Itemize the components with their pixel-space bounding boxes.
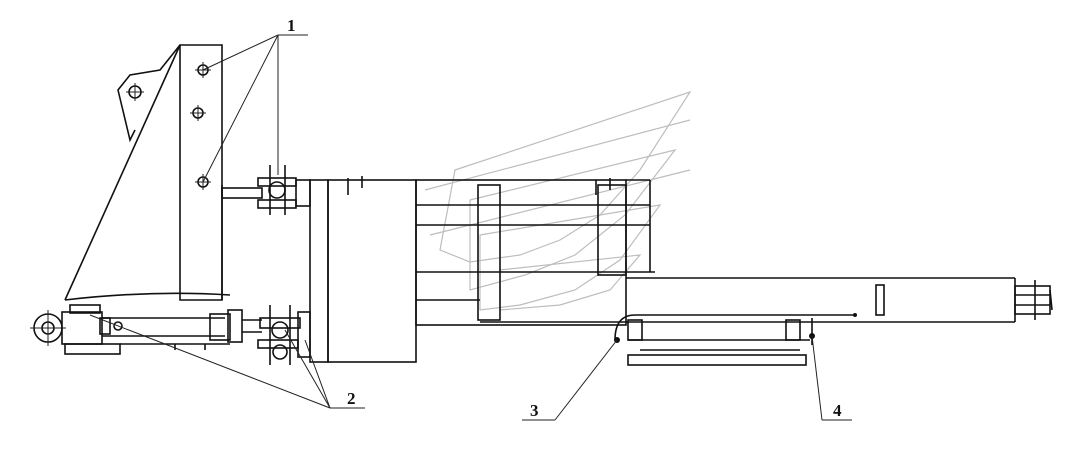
leader-lines [89, 34, 852, 421]
callout-label-2: 2 [347, 389, 356, 408]
ear-hole [126, 83, 144, 101]
callout-label-3: 3 [530, 401, 539, 420]
main-beam [480, 277, 1053, 323]
bottom-skid [614, 313, 857, 366]
callout-label-4: 4 [833, 401, 842, 420]
callout-label-1: 1 [287, 16, 296, 35]
watermark-logo [424, 90, 692, 311]
mount-plates [309, 176, 417, 363]
left-mounting-post [64, 44, 231, 301]
main-frame [415, 178, 655, 326]
upper-hinge [221, 165, 311, 215]
post-hole-middle [190, 105, 206, 121]
lower-hinge [257, 305, 311, 365]
hydraulic-cylinder [30, 304, 262, 355]
